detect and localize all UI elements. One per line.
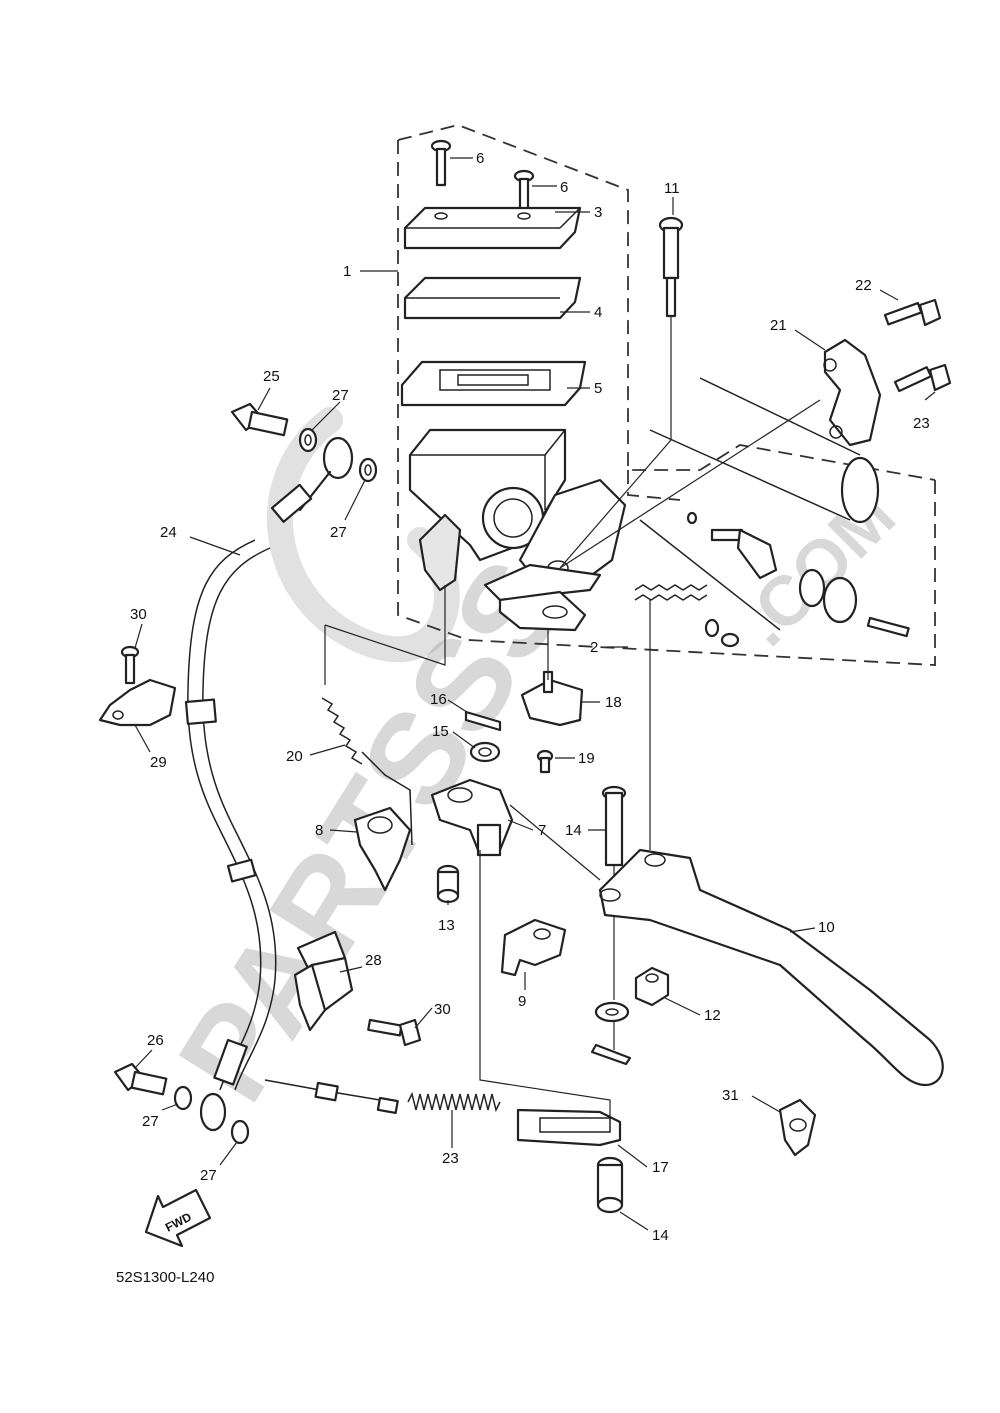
callout-2: 2: [590, 639, 598, 656]
callout-27d: 27: [200, 1167, 217, 1184]
callout-22: 21: [770, 317, 787, 334]
callout-15: 14: [652, 1227, 669, 1244]
callout-27b: 27: [330, 524, 347, 541]
clip-31: [778, 1098, 817, 1157]
callout-9: 9: [518, 993, 526, 1010]
callout-27c: 27: [142, 1113, 159, 1130]
callout-26a: 25: [263, 368, 280, 385]
collar-13: [436, 864, 460, 904]
callout-19: 18: [605, 694, 622, 711]
callout-27a: 27: [332, 387, 349, 404]
clamp: [823, 338, 882, 447]
callout-31: 31: [722, 1087, 739, 1104]
fwd-arrow-icon: [144, 1188, 212, 1248]
assembly-lines: [324, 316, 821, 1120]
lever-holder-7: [430, 778, 514, 857]
callout-14: 14: [565, 822, 582, 839]
union-bolt-26b: [113, 1062, 168, 1096]
hose-holder-29: [98, 678, 177, 727]
plate-8: [353, 806, 412, 892]
diaphragm-plate: [403, 276, 582, 320]
washer-27b: [358, 457, 378, 483]
callout-23b: 23: [913, 415, 930, 432]
callout-12: 12: [704, 1007, 721, 1024]
cable-end-18: [516, 1108, 622, 1147]
screw-6a: [430, 139, 452, 187]
callout-26b: 26: [147, 1032, 164, 1049]
callout-28: 28: [365, 952, 382, 969]
brake-hose: [184, 436, 354, 1132]
diagram-code: 52S1300-L240: [116, 1269, 214, 1286]
callout-leaders: [134, 157, 936, 1231]
clutch-cable-24: [264, 1079, 501, 1115]
callout-24: 23: [442, 1150, 459, 1167]
union-bolt-26a: [230, 402, 289, 437]
callout-11: 11: [664, 180, 680, 197]
bolt-23a: [883, 298, 942, 327]
washer-lever: [590, 1001, 632, 1066]
assembly-outline: [397, 124, 936, 666]
master-cylinder-body: [408, 428, 627, 632]
callout-6b: 6: [560, 179, 568, 196]
bolt-23b: [893, 363, 952, 393]
spring-21: [321, 697, 413, 846]
callout-1: 1: [343, 263, 351, 280]
callout-21: 20: [286, 748, 303, 765]
callout-16: 15: [432, 723, 449, 740]
handlebar: [649, 377, 880, 524]
callout-20: 19: [578, 750, 595, 767]
washer-27c: [173, 1085, 193, 1111]
callout-30a: 30: [130, 606, 147, 623]
callout-23a: 22: [855, 277, 872, 294]
reservoir-cap: [403, 206, 582, 250]
adjuster-9: [500, 918, 567, 977]
callout-17: 16: [430, 691, 447, 708]
washer-16: [469, 741, 501, 763]
clutch-lever-10: [598, 848, 944, 1087]
callouts: 6 6 3 4 5 1 2 11 21 22 23 25 27 27 24 30…: [130, 150, 930, 1244]
callout-29: 29: [150, 754, 167, 771]
screw-20: [536, 749, 554, 774]
fwd-arrow: FWD: [144, 1188, 212, 1248]
diaphragm: [400, 360, 587, 407]
callout-8: 8: [315, 822, 323, 839]
switch-bracket-28: [293, 930, 354, 1032]
washer-27d: [230, 1119, 250, 1145]
pin-15: [596, 1156, 624, 1214]
pin-17: [464, 710, 502, 732]
nut-12: [634, 966, 670, 1007]
washer-27a: [298, 427, 318, 453]
piston-kit: [634, 511, 910, 648]
callout-25: 24: [160, 524, 177, 541]
watermark-logo: [266, 407, 460, 663]
callout-10: 10: [818, 919, 835, 936]
callout-5: 5: [594, 380, 602, 397]
bolt-30b: [367, 1018, 422, 1047]
callout-7: 7: [538, 822, 546, 839]
callout-4: 4: [594, 304, 602, 321]
callout-13: 13: [438, 917, 455, 934]
callout-30b: 30: [434, 1001, 451, 1018]
lever-bolt: [658, 216, 684, 318]
bolt-30a: [120, 645, 140, 685]
callout-18: 17: [652, 1159, 669, 1176]
callout-3: 3: [594, 204, 602, 221]
callout-6a: 6: [476, 150, 484, 167]
